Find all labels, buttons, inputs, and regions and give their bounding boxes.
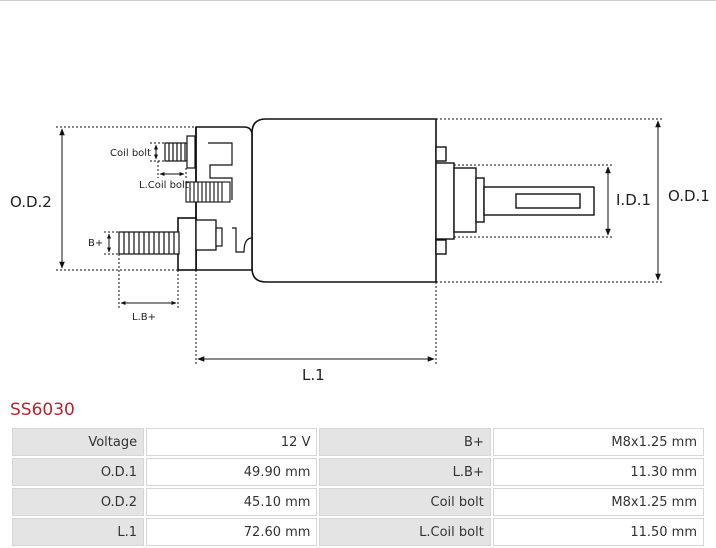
label-lb-plus: L.B+ — [132, 312, 156, 323]
spec-key: Voltage — [12, 428, 145, 456]
spec-key: O.D.1 — [12, 458, 145, 486]
spec-key: Coil bolt — [319, 488, 491, 516]
l-coil-bolt-thread — [185, 181, 231, 203]
b-plus-bolt-thread — [118, 231, 180, 255]
dimension-lines — [56, 118, 662, 366]
spec-value: M8x1.25 mm — [492, 488, 704, 516]
spec-value: 49.90 mm — [146, 458, 318, 486]
spec-value: 12 V — [146, 428, 318, 456]
table-row: Voltage 12 V B+ M8x1.25 mm — [12, 428, 704, 456]
label-l1: L.1 — [302, 366, 325, 384]
solenoid-technical-drawing: O.D.2 O.D.1 I.D.1 L.1 L.B+ B+ Coil bolt … — [10, 118, 710, 384]
table-row: O.D.1 49.90 mm L.B+ 11.30 mm — [12, 458, 704, 486]
spec-value: 11.50 mm — [492, 518, 704, 546]
specification-table: Voltage 12 V B+ M8x1.25 mm O.D.1 49.90 m… — [10, 426, 706, 548]
spec-key: L.B+ — [319, 458, 491, 486]
spec-value: M8x1.25 mm — [492, 428, 704, 456]
top-divider — [0, 0, 716, 1]
spec-key: O.D.2 — [12, 488, 145, 516]
label-coil-bolt: Coil bolt — [110, 148, 151, 159]
label-l-coil-bolt: L.Coil bolt — [139, 180, 189, 191]
plunger-assembly — [435, 146, 595, 255]
spec-value: 45.10 mm — [146, 488, 318, 516]
spec-key: L.1 — [12, 518, 145, 546]
label-b-plus: B+ — [88, 238, 103, 249]
part-number-title: SS6030 — [10, 400, 75, 420]
label-od1: O.D.1 — [668, 187, 710, 205]
coil-bolt-thread — [164, 135, 196, 169]
spec-value: 11.30 mm — [492, 458, 704, 486]
label-od2: O.D.2 — [10, 193, 52, 211]
spec-value: 72.60 mm — [146, 518, 318, 546]
label-id1: I.D.1 — [616, 191, 651, 209]
table-row: L.1 72.60 mm L.Coil bolt 11.50 mm — [12, 518, 704, 546]
spec-key: L.Coil bolt — [319, 518, 491, 546]
table-row: O.D.2 45.10 mm Coil bolt M8x1.25 mm — [12, 488, 704, 516]
spec-key: B+ — [319, 428, 491, 456]
